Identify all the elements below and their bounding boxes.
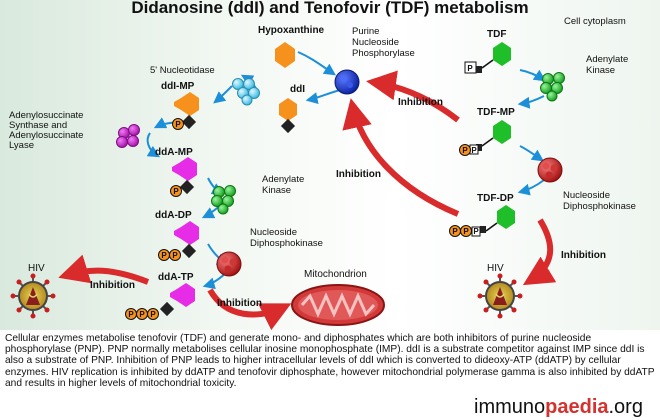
phosphate-dda-tp-2: P	[139, 310, 145, 319]
dda-tp-label: ddA-TP	[158, 272, 194, 283]
tdf-molecule	[464, 42, 511, 74]
ndpk-right-label: Nucleoside Diphosphokinase	[563, 190, 636, 212]
phosphate-dda-tp-3: P	[128, 310, 134, 319]
ndpk-left-label: Nucleoside Diphosphokinase	[250, 227, 323, 249]
brand-part-3: .org	[608, 396, 643, 418]
dda-mp-label: ddA-MP	[155, 147, 193, 158]
phosphate-ddi-mp: P	[175, 120, 181, 129]
hiv-right-label: HIV	[487, 263, 504, 274]
phosphate-dda-dp-2: P	[161, 251, 167, 260]
brand-logo: immunopaedia.org	[474, 396, 643, 419]
hiv-right-virion	[477, 273, 523, 319]
ddi-label: ddI	[290, 84, 305, 95]
inhibition-tdf-mp-label: Inhibition	[398, 97, 443, 108]
brand-part-2: paedia	[545, 396, 609, 418]
ddi-mp-label: ddI-MP	[161, 81, 195, 92]
brand-part-1: immuno	[474, 396, 546, 418]
tdf-dp-label: TDF-DP	[477, 193, 514, 204]
hiv-left-virion	[10, 273, 56, 319]
phosphate-tdf: P	[467, 64, 473, 73]
pnp-label: Purine Nucleoside Phosphorylase	[352, 26, 415, 59]
tdf-label: TDF	[487, 29, 507, 40]
hiv-left-label: HIV	[28, 263, 45, 274]
adenylate-kinase-left-label: Adenylate Kinase	[262, 174, 305, 196]
ddi-molecule	[279, 98, 297, 134]
inhibition-arrows	[58, 70, 557, 330]
phosphate-dda-tp-1: P	[150, 310, 156, 319]
nucleotidase-enzyme	[232, 78, 260, 106]
hypoxanthine-molecule	[275, 42, 295, 68]
mitochondrion-label: Mitochondrion	[304, 269, 367, 280]
adenylosuccinate-label: Adenylosuccinate Synthase and Adenylosuc…	[9, 110, 84, 151]
ndpk-right-enzyme	[537, 157, 563, 183]
mitochondrion-organelle	[291, 284, 385, 326]
ddi-mp-molecule	[172, 92, 199, 130]
dda-mp-molecule	[170, 157, 197, 197]
adenylosuccinate-enzyme	[116, 124, 140, 148]
adenylate-kinase-right-label: Adenylate Kinase	[586, 54, 629, 76]
phosphate-tdf-mp-2: P	[462, 146, 468, 155]
page-title: Didanosine (ddI) and Tenofovir (TDF) met…	[131, 0, 529, 17]
phosphate-dda-mp: P	[173, 187, 179, 196]
hypoxanthine-label: Hypoxanthine	[258, 25, 325, 36]
dda-tp-molecule	[125, 283, 195, 320]
phosphate-tdf-dp-3: P	[452, 227, 458, 236]
pnp-enzyme	[334, 69, 360, 95]
caption-text: Cellular enzymes metabolise tenofovir (T…	[5, 333, 655, 389]
dda-dp-label: ddA-DP	[155, 210, 192, 221]
phosphate-dda-dp-1: P	[172, 251, 178, 260]
inhibition-dda-tp-hiv-label: Inhibition	[90, 280, 135, 291]
metabolism-diagram: P P P P P P P P P P P P P	[10, 42, 565, 330]
tdf-mp-molecule	[459, 120, 511, 156]
nucleotidase-label: 5' Nucleotidase	[150, 65, 215, 76]
inhibition-tdf-dp-hiv-label: Inhibition	[561, 250, 606, 261]
phosphate-tdf-dp-2: P	[463, 227, 469, 236]
adenylate-kinase-left-enzyme	[211, 185, 236, 215]
tdf-mp-label: TDF-MP	[477, 107, 515, 118]
ndpk-left-enzyme	[216, 251, 242, 277]
inhibition-mito-label: Inhibition	[217, 298, 262, 309]
adenylate-kinase-right-enzyme	[540, 72, 565, 102]
inhibition-tdf-dp-center-label: Inhibition	[336, 169, 381, 180]
tdf-dp-molecule	[449, 205, 515, 237]
dda-dp-molecule	[158, 221, 199, 261]
phosphate-tdf-dp-1: P	[473, 227, 479, 236]
cell-cytoplasm-label: Cell cytoplasm	[564, 16, 626, 27]
phosphate-tdf-mp-1: P	[471, 146, 477, 155]
